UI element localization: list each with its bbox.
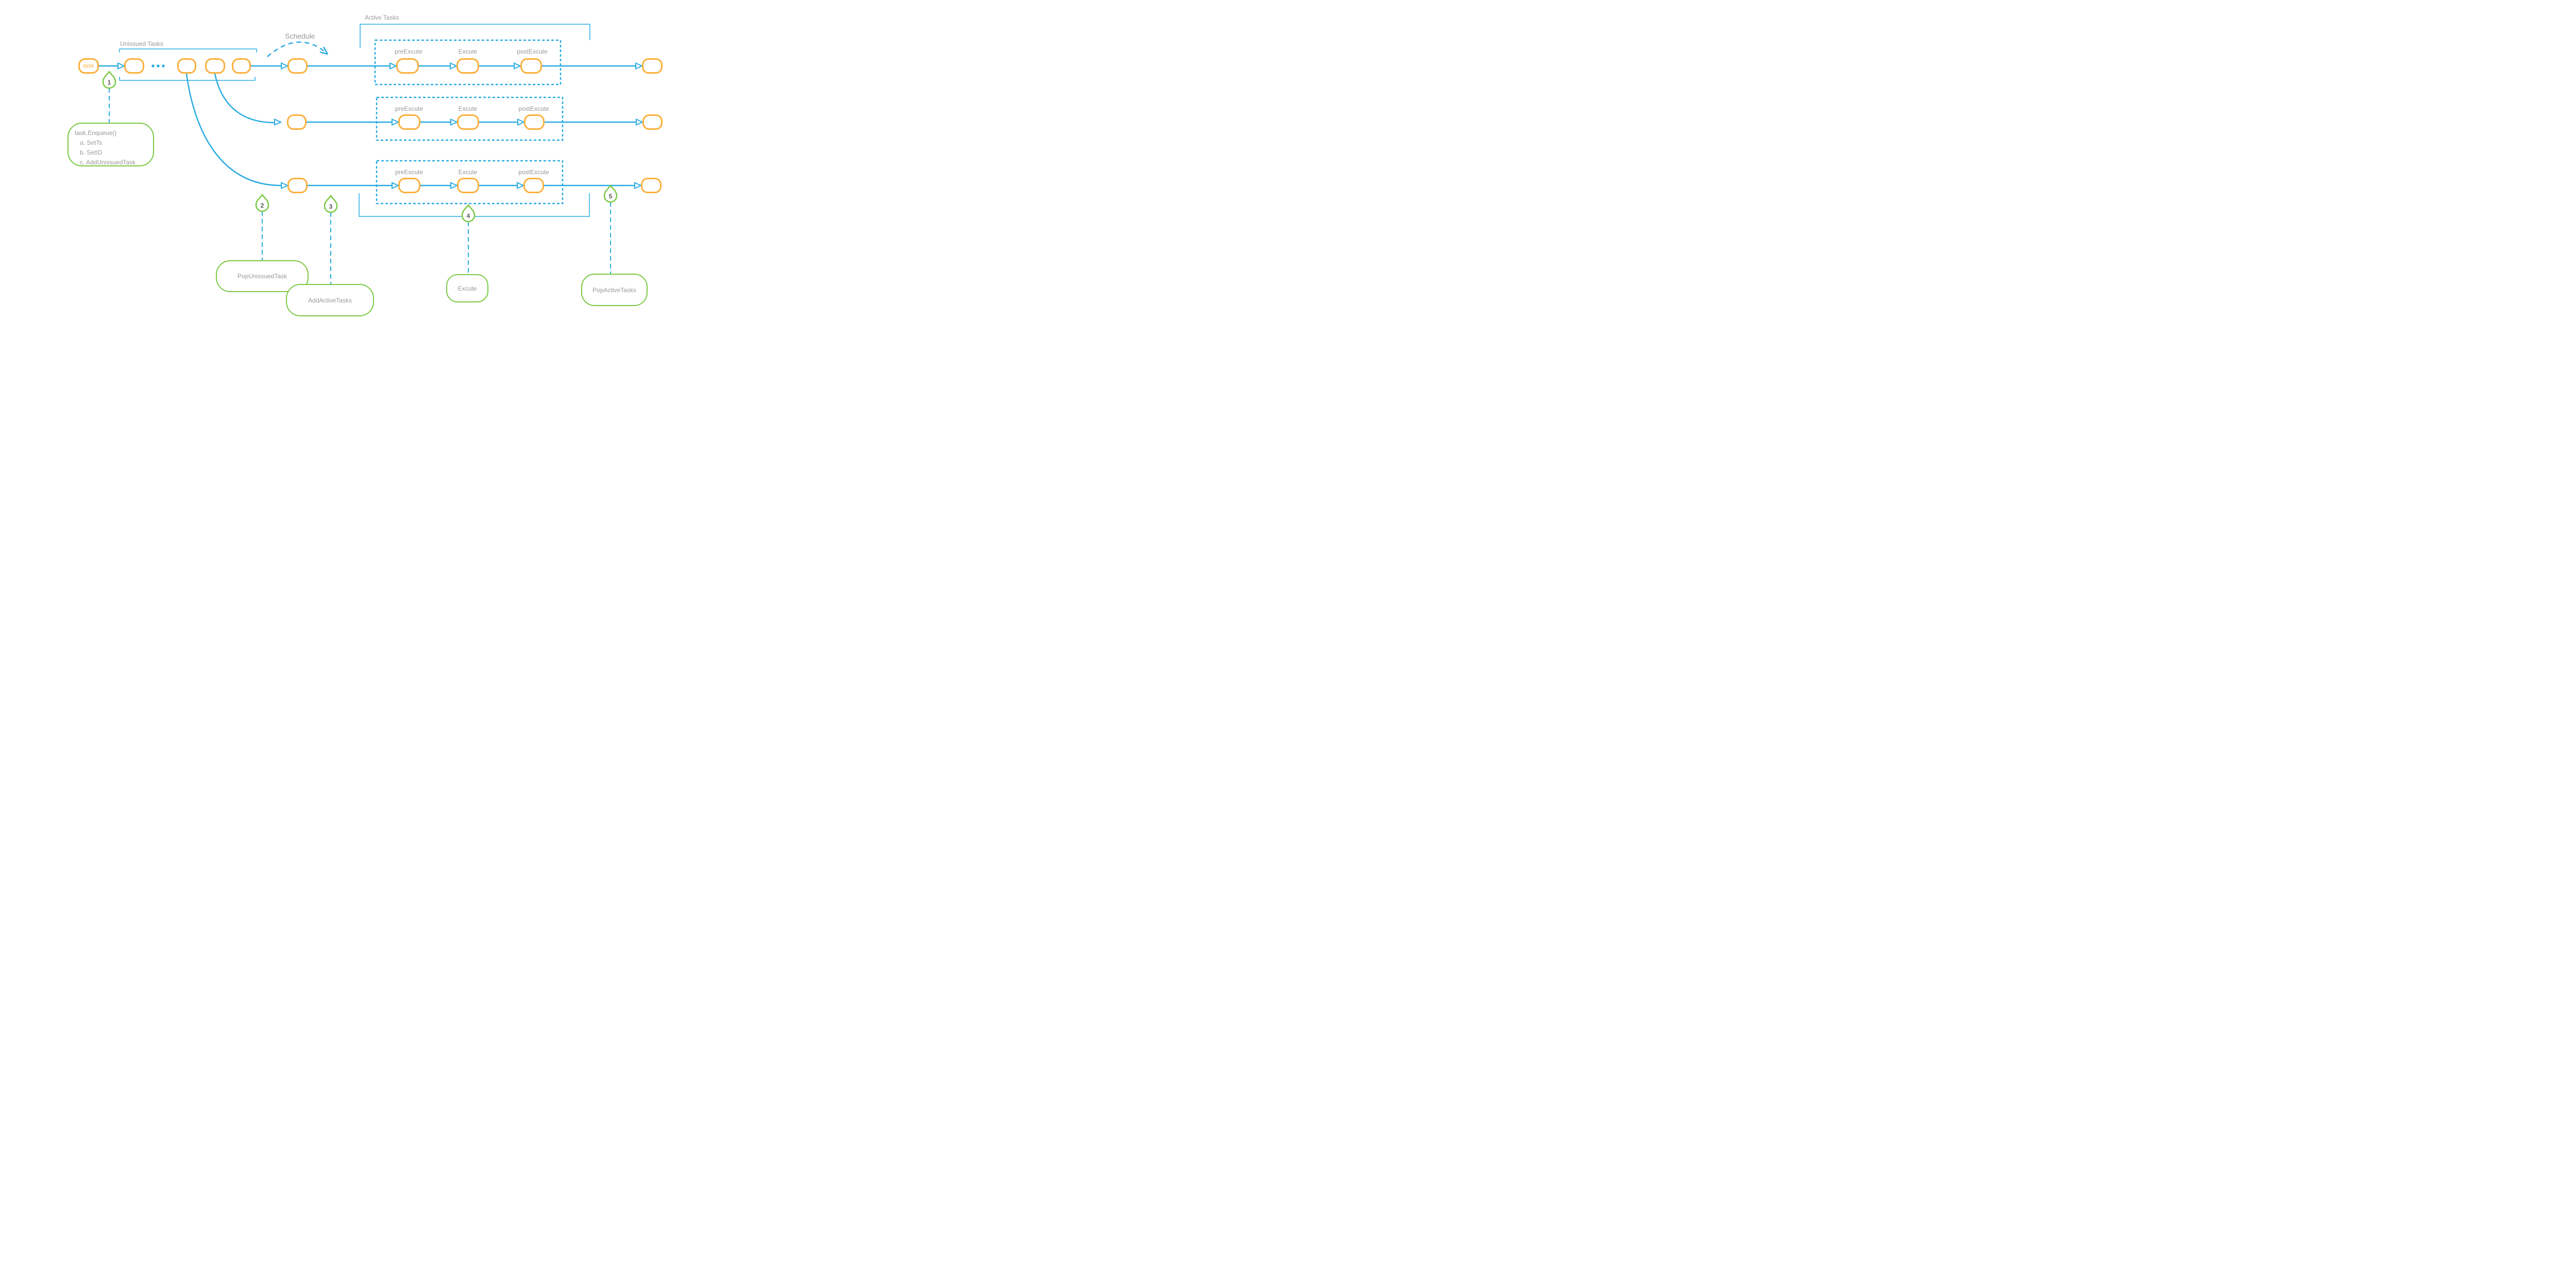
post-excute-node-row2	[524, 114, 545, 130]
schedule-arc	[267, 41, 328, 57]
scheduled-node-row1	[287, 58, 308, 74]
end-node-row3	[641, 178, 662, 193]
connector-layer	[99, 24, 644, 284]
post-excute-label-row3: postExcute	[518, 168, 549, 176]
teardrop-marker-icons	[102, 70, 618, 223]
end-node-row1	[642, 58, 663, 74]
end-node-row2	[642, 114, 663, 130]
excute-node-row3	[457, 178, 479, 193]
curve-to-row2	[214, 73, 275, 124]
scheduled-node-row2	[287, 114, 307, 130]
enqueue-callout-line-1: task.Enqueue()	[75, 129, 117, 137]
enqueue-callout: task.Enqueue() a. SetTs b. SetID c. AddU…	[67, 123, 154, 166]
excute-label-row1: Excute	[458, 48, 478, 55]
pre-excute-label-row3: preExcute	[395, 168, 423, 176]
queue-node-2	[177, 58, 196, 74]
pipeline-box-row1	[374, 39, 562, 86]
add-active-tasks-callout: AddActiveTasks	[286, 284, 374, 316]
pipeline-box-row2	[376, 96, 564, 141]
unissued-tasks-label: Unissued Tasks	[120, 40, 163, 47]
task-node-label: task	[83, 63, 94, 69]
excute-node-row1	[456, 58, 479, 74]
pop-active-tasks-callout: PopActiveTasks	[581, 274, 648, 306]
active-tasks-label: Active Tasks	[365, 14, 399, 21]
excute-label-row2: Excute	[458, 105, 478, 112]
unissued-bracket-top	[119, 48, 257, 53]
post-excute-node-row1	[520, 58, 542, 74]
pipeline-box-row3	[376, 160, 564, 205]
pre-excute-node-row3	[398, 178, 420, 193]
pre-excute-node-row1	[396, 58, 419, 74]
task-node: task	[78, 58, 99, 74]
queue-node-4	[232, 58, 251, 74]
excute-callout: Excute	[446, 274, 488, 302]
marker-4-number: 4	[466, 212, 470, 220]
post-excute-label-row2: postExcute	[518, 105, 549, 112]
marker-1-number: 1	[107, 79, 111, 86]
pre-excute-label-row1: preExcute	[394, 48, 423, 55]
active-bracket-top	[360, 24, 590, 48]
pre-excute-label-row2: preExcute	[395, 105, 423, 112]
queue-node-1	[124, 58, 144, 74]
enqueue-callout-line-4: c. AddUnissuedTask	[80, 159, 136, 166]
queue-node-3	[205, 58, 225, 74]
excute-label-row3: Excute	[458, 168, 478, 176]
post-excute-label-row1: postExcute	[517, 48, 548, 55]
marker-3-number: 3	[329, 203, 333, 210]
pre-excute-node-row2	[398, 114, 420, 130]
marker-5-number: 5	[608, 193, 613, 200]
enqueue-callout-line-2: a. SetTs	[80, 139, 103, 146]
scheduled-node-row3	[287, 178, 308, 193]
post-excute-node-row3	[523, 178, 544, 193]
curve-to-row3	[185, 73, 282, 187]
excute-node-row2	[457, 114, 479, 130]
flow-diagram: Unissued Tasks Schedule Active Tasks tas…	[0, 0, 778, 320]
arrowhead-icons	[117, 62, 644, 190]
enqueue-callout-line-3: b. SetID	[80, 149, 103, 156]
queue-ellipsis-icon	[151, 64, 165, 68]
schedule-label: Schedule	[285, 32, 315, 40]
schedule-arrowhead-icon	[319, 46, 329, 55]
marker-2-number: 2	[260, 202, 264, 209]
